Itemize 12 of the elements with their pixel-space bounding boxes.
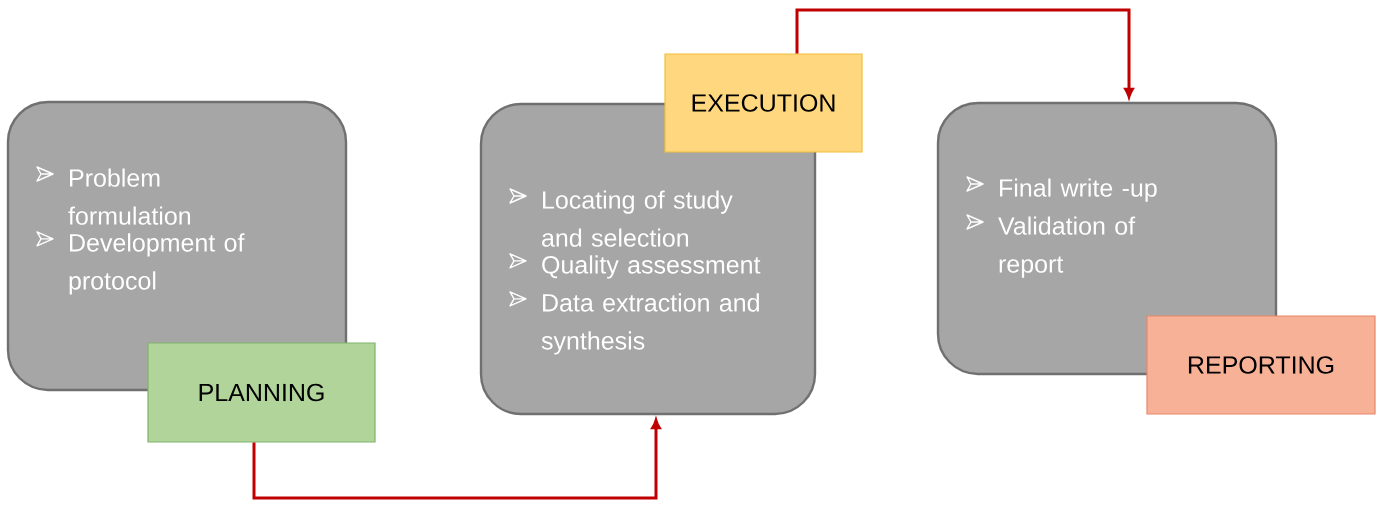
bullet-text: Problem formulation: [68, 168, 190, 225]
stage-label-box: REPORTING: [1146, 315, 1376, 415]
bullet-text: Quality assessment: [542, 255, 761, 279]
bullet-text: Validation of report: [998, 216, 1136, 278]
bullet-text: Final write -up: [1000, 178, 1157, 202]
bullet-text: Development of protocol: [69, 233, 245, 295]
bullet-text: Locating of study and selection: [542, 190, 733, 247]
arrow: [252, 418, 661, 500]
arrow: [795, 8, 1134, 99]
stage-label-box: EXECUTION: [664, 53, 863, 153]
stage-label-box: PLANNING: [147, 342, 376, 443]
bullet-text: Data extraction and synthesis: [541, 293, 759, 355]
